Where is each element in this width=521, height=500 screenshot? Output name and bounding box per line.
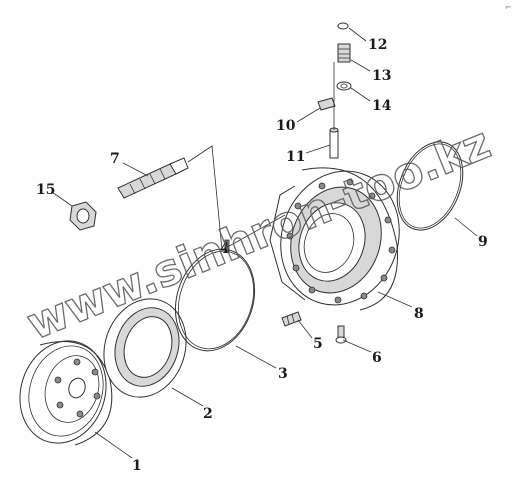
part-15-nut	[69, 201, 97, 231]
part-label-8: 8	[414, 306, 424, 322]
part-label-9: 9	[478, 234, 488, 250]
part-3-thin-ring	[174, 248, 256, 352]
assembly-lines	[187, 62, 335, 251]
part-11-bleeder	[329, 127, 339, 159]
part-label-11: 11	[286, 149, 305, 165]
part-6-screw	[335, 325, 347, 344]
part-9-seal-ring	[396, 141, 464, 231]
part-label-12: 12	[368, 37, 387, 53]
part-label-2: 2	[203, 406, 213, 422]
part-7-long-bolt	[117, 157, 189, 199]
part-label-7: 7	[110, 151, 120, 167]
part-2-friction-plate	[103, 298, 187, 398]
part-5-small-bolt	[281, 311, 302, 327]
part-8-housing	[269, 167, 400, 311]
part-12-cap	[337, 22, 349, 30]
part-10-pin	[317, 97, 336, 111]
part-label-4: 4	[220, 241, 230, 257]
part-label-13: 13	[372, 68, 391, 84]
housing-bolt-holes	[286, 178, 396, 304]
part-label-10: 10	[276, 118, 296, 134]
part-label-5: 5	[313, 336, 323, 352]
part-label-1: 1	[132, 458, 142, 474]
corner-mark: ⌐	[505, 3, 512, 12]
part-label-14: 14	[372, 98, 392, 114]
watermark-text: www.sinhron-too.kz	[20, 118, 497, 350]
part-1-brake-disc	[19, 340, 113, 446]
disc-bolt-holes	[54, 358, 101, 418]
leader-lines	[51, 27, 478, 459]
part-13-fitting	[337, 43, 351, 63]
part-labels: 1 2 3 4 5 6 7 8 9 10 11 12 13 14 15	[36, 37, 488, 474]
part-label-3: 3	[278, 366, 288, 382]
part-label-6: 6	[372, 350, 382, 366]
part-14-washer	[336, 81, 352, 91]
part-label-15: 15	[36, 182, 55, 198]
